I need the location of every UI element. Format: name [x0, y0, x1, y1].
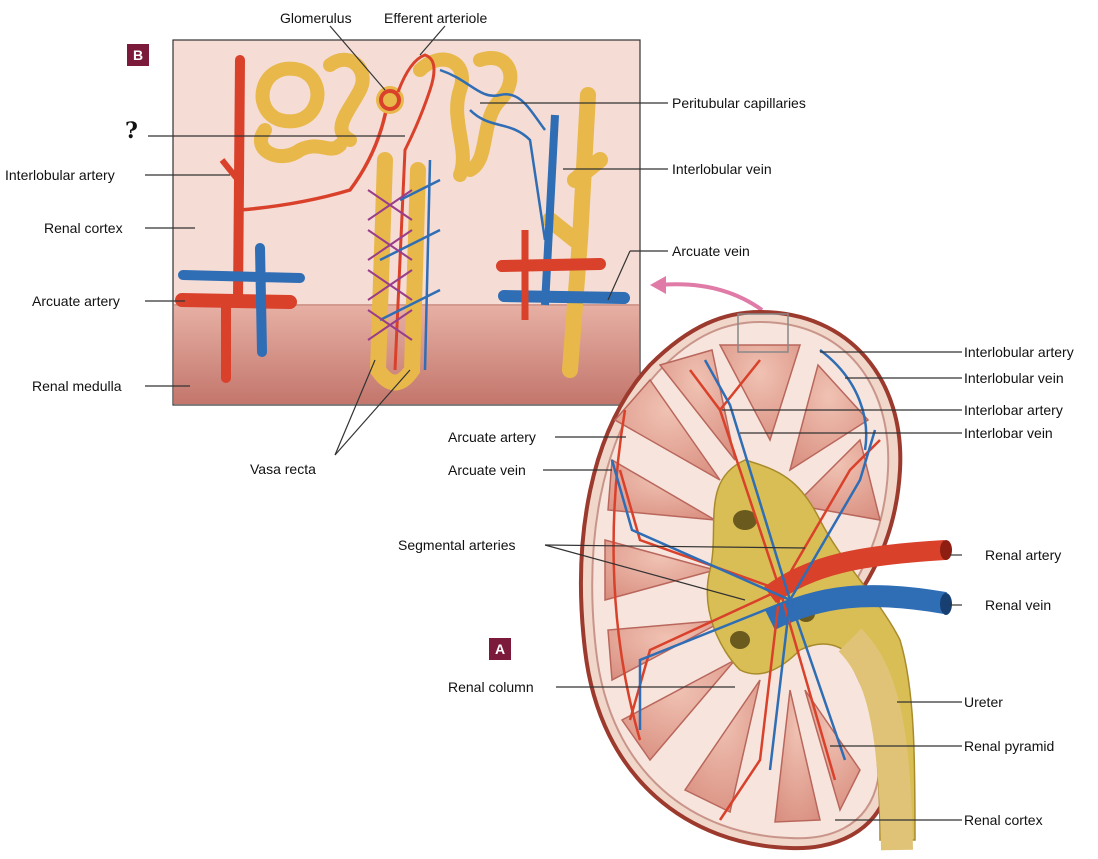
panel-a [579, 309, 952, 851]
efferent-arteriole-label: Efferent arteriole [384, 10, 488, 26]
peritubular-capillaries-vessel [379, 68, 547, 371]
renal-medulla-label: Renal medulla [32, 378, 122, 394]
b-interlobular-vein-label: Interlobular vein [672, 161, 772, 177]
panel-b [172, 39, 641, 406]
unknown-structure-label: ? [125, 118, 138, 144]
renal-pyramid-label: Renal pyramid [964, 738, 1055, 754]
efferent-arteriole-vessel [393, 53, 436, 371]
interlobular-vein-vessel [541, 114, 559, 306]
renal-artery-label: Renal artery [985, 547, 1062, 563]
tubule-loops [255, 51, 518, 182]
interlobar-vein-label: Interlobar vein [964, 425, 1053, 441]
leader-lines [145, 25, 962, 821]
renal-vein-label: Renal vein [985, 597, 1052, 613]
arcuate-artery-vessel [175, 293, 297, 309]
renal-column-label: Renal column [448, 679, 534, 695]
renal-arteries-branches [612, 359, 881, 821]
arcuate-vein-vessel [178, 243, 305, 357]
interlobar-artery-label: Interlobar artery [964, 402, 1063, 418]
ureter-label: Ureter [964, 694, 1003, 710]
panel-a-badge: A [489, 638, 511, 660]
vasa-recta-vessels [367, 189, 413, 341]
glomerulus-tuft [379, 89, 401, 111]
peritubular-capillaries-label: Peritubular capillaries [672, 95, 806, 111]
zoom-box [737, 313, 789, 353]
renal-veins-branches [610, 349, 877, 771]
loop-of-henle [369, 152, 426, 391]
b-arcuate-vein-label: Arcuate vein [672, 243, 750, 259]
a-arcuate-artery-label: Arcuate artery [448, 429, 536, 445]
zoom-arrow [659, 282, 764, 312]
a-interlobular-vein-label: Interlobular vein [964, 370, 1064, 386]
collecting-duct [542, 87, 608, 378]
b-arcuate-artery-label: Arcuate artery [32, 293, 120, 309]
b-renal-cortex-label: Renal cortex [44, 220, 123, 236]
a-renal-cortex-label: Renal cortex [964, 812, 1043, 828]
segmental-arteries-label: Segmental arteries [398, 537, 516, 553]
a-interlobular-artery-label: Interlobular artery [964, 344, 1074, 360]
vasa-recta-label: Vasa recta [250, 461, 316, 477]
interlobular-artery-vessel [221, 55, 245, 383]
ureter-tube [838, 628, 913, 851]
b-interlobular-artery-label: Interlobular artery [5, 167, 115, 183]
glomerulus-label: Glomerulus [280, 10, 352, 26]
panel-b-badge: B [127, 44, 149, 66]
a-arcuate-vein-label: Arcuate vein [448, 462, 526, 478]
